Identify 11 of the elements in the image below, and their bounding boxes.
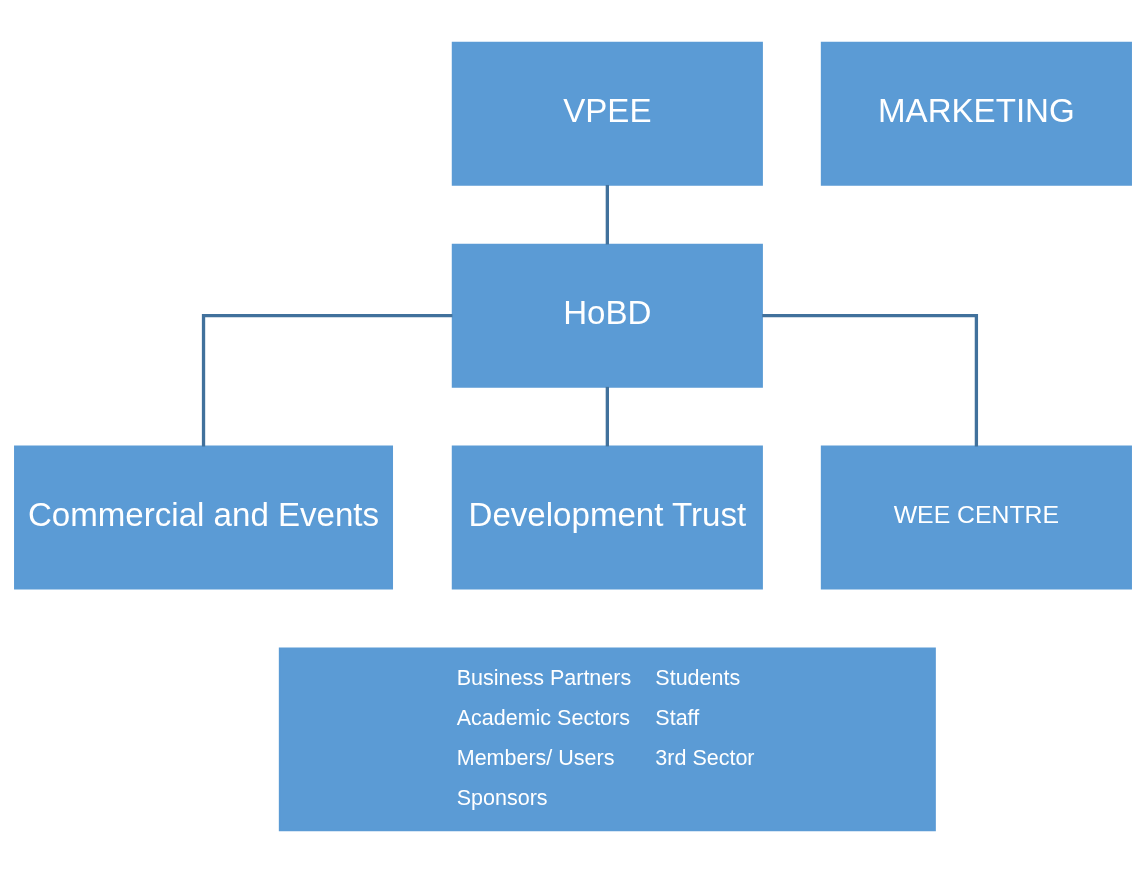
node-box: Commercial and Events	[14, 445, 394, 590]
connector	[605, 184, 609, 245]
node-box: VPEE	[451, 41, 763, 186]
node-box: HoBD	[451, 243, 763, 388]
node-box: MARKETING	[820, 41, 1132, 186]
connector	[762, 314, 979, 447]
node-box: WEE CENTRE	[820, 445, 1132, 590]
connector	[201, 314, 453, 447]
node-box: Business Partners Students Academic Sectors Staff Members/ Users 3rd Sector Sponsors	[278, 647, 936, 832]
connector	[605, 386, 609, 447]
node-box: Development Trust	[451, 445, 763, 590]
